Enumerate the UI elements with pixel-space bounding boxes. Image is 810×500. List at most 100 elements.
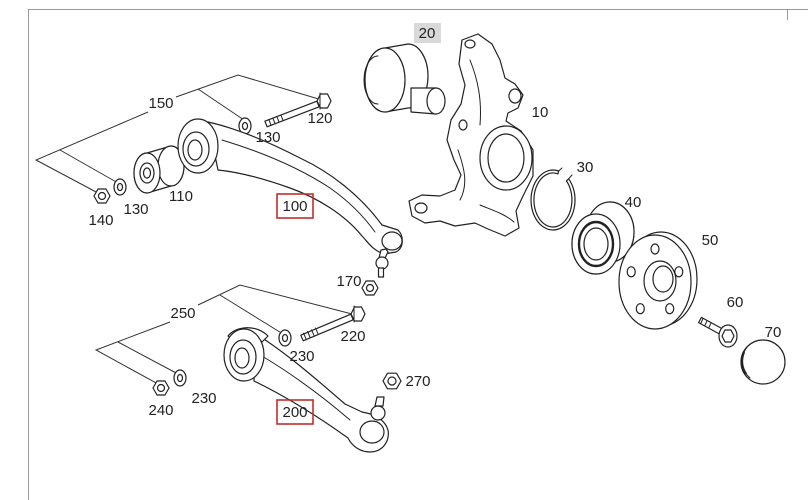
- part-50-pilot: [652, 265, 674, 293]
- nut-270-bore: [387, 376, 397, 386]
- part-120-bolt: [264, 92, 332, 128]
- part-50-bolt-hole-3: [665, 303, 675, 315]
- callout-110: 110: [169, 188, 193, 205]
- part-30-ears: [558, 167, 573, 180]
- callout-250-leaders: [94, 284, 353, 385]
- part-110-sleeve: [142, 167, 152, 179]
- leader-150-right: [175, 74, 323, 101]
- part-10-lower-hole: [414, 202, 428, 214]
- arm-200-socket: [359, 420, 385, 444]
- part-130-lower-washer: [113, 178, 127, 196]
- callout-150: 150: [148, 95, 173, 112]
- bolt-220-thread: [303, 327, 319, 340]
- part-10-side-hole: [458, 119, 468, 131]
- part-50-bolt-hole-5: [626, 266, 636, 278]
- part-10-rib-lines: [457, 59, 515, 223]
- leader-250-upper-washer: [219, 294, 284, 335]
- arm-100-eye-bore: [187, 139, 203, 161]
- part-230-lower-washer: [173, 369, 187, 387]
- arm-100-ball: [375, 256, 389, 270]
- washer-130-upper-hole: [241, 121, 249, 131]
- part-70-edge: [740, 351, 748, 375]
- callout-30: 30: [577, 159, 594, 176]
- part-200-lower-arm: [223, 327, 389, 453]
- part-10-bore-inner: [487, 133, 525, 183]
- callout-230-upper: 230: [289, 348, 314, 365]
- washer-230-upper-hole: [281, 333, 289, 343]
- callout-130-upper: 130: [255, 129, 280, 146]
- callout-70: 70: [765, 324, 782, 341]
- callout-240: 240: [148, 402, 173, 419]
- bolt-120-thread: [268, 114, 284, 126]
- part-20-face-ring: [363, 55, 379, 105]
- arm-200-ball: [370, 405, 386, 421]
- part-50-bolt-hole-2: [674, 266, 684, 278]
- arm-100-ridge: [221, 139, 376, 233]
- nut-170-bore: [365, 283, 375, 293]
- bolt-220-head: [350, 306, 366, 322]
- part-40-seal-ring: [577, 220, 615, 268]
- part-50-hub: [618, 231, 698, 330]
- part-170-nut: [361, 280, 379, 296]
- callout-20: 20: [419, 25, 436, 42]
- callout-200: 200: [282, 404, 307, 421]
- part-240-nut: [152, 380, 170, 396]
- part-20-front-face: [364, 47, 406, 113]
- part-20-mount: [363, 43, 446, 115]
- callout-100: 100: [282, 198, 307, 215]
- callout-230-lower: 230: [191, 390, 216, 407]
- arm-200-eye-bore: [234, 347, 250, 369]
- part-40-bearing: [571, 201, 635, 275]
- nut-240-bore: [156, 383, 166, 393]
- part-270-nut: [382, 372, 402, 390]
- nut-140-bore: [97, 191, 107, 201]
- callout-150-leaders: [34, 74, 323, 194]
- part-60-bolt: [698, 316, 738, 348]
- callout-50: 50: [702, 232, 719, 249]
- leader-250-left: [94, 321, 171, 385]
- arm-200-stud: [374, 396, 385, 407]
- callout-40: 40: [625, 194, 642, 211]
- callout-270: 270: [405, 373, 430, 390]
- part-10-top-hole: [464, 39, 476, 49]
- leader-150-washer: [59, 149, 119, 184]
- leader-250-right: [197, 284, 353, 315]
- callout-130-lower: 130: [123, 201, 148, 218]
- arm-100-stud-thread: [377, 267, 385, 278]
- part-60-head-hex: [721, 329, 735, 343]
- part-50-bolt-hole-4: [635, 303, 645, 315]
- part-110-bushing: [133, 145, 185, 194]
- callout-250: 250: [170, 305, 195, 322]
- washer-130-lower-hole: [116, 182, 124, 192]
- part-60-thread: [700, 318, 712, 328]
- part-10-arm-boss: [508, 88, 522, 104]
- leader-250-washer: [117, 341, 179, 375]
- part-140-nut: [93, 188, 111, 204]
- part-70-cap: [740, 339, 786, 385]
- callout-220: 220: [340, 328, 365, 345]
- arm-100-socket: [381, 231, 403, 251]
- leader-150-left: [34, 111, 149, 194]
- part-20-stem-end: [426, 87, 446, 115]
- callout-100-highlight-box: [276, 193, 314, 219]
- callout-60: 60: [727, 294, 744, 311]
- bolt-120-head: [316, 93, 332, 109]
- part-30-circlip: [530, 167, 576, 231]
- part-100-upper-arm: [177, 118, 403, 278]
- callout-140: 140: [88, 212, 113, 229]
- page-frame: [28, 9, 808, 500]
- arm-200-body: [253, 333, 389, 453]
- callout-10: 10: [532, 104, 549, 121]
- part-10-knuckle: [408, 33, 534, 237]
- callout-120: 120: [307, 110, 332, 127]
- part-220-bolt: [300, 305, 366, 342]
- part-50-bolt-hole-1: [650, 243, 660, 255]
- callout-200-highlight-box: [276, 399, 314, 425]
- part-230-upper-washer: [278, 329, 292, 347]
- washer-230-lower-hole: [176, 373, 184, 383]
- leader-150-upper-washer: [197, 88, 245, 121]
- arm-100-body: [207, 121, 403, 255]
- arm-200-ridge: [261, 355, 351, 421]
- part-40-bore: [583, 227, 609, 261]
